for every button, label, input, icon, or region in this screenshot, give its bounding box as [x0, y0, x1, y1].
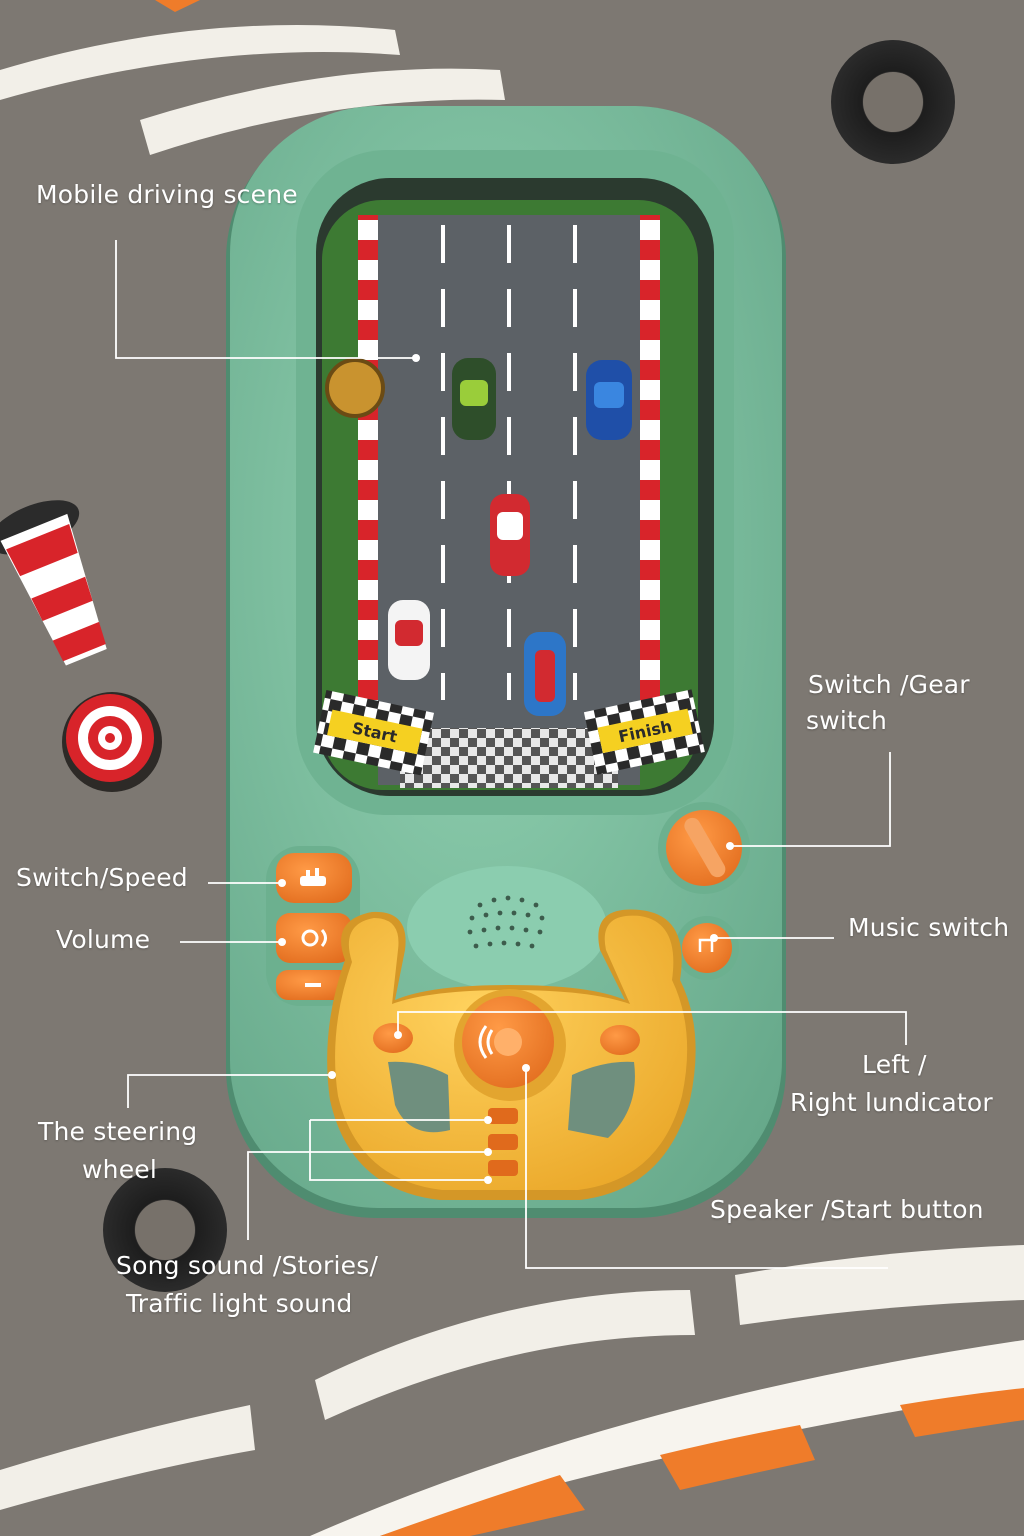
minus-icon	[305, 983, 321, 987]
gear-switch-knob	[658, 802, 750, 894]
traffic-cone-icon	[0, 500, 107, 666]
tire-icon	[831, 40, 955, 164]
toy-car	[524, 632, 566, 716]
indicator-label-line1: Left /	[862, 1050, 927, 1079]
steering-wheel	[327, 909, 696, 1200]
horn-icon	[478, 1025, 494, 1059]
toy-car	[388, 600, 430, 680]
speed-icon	[300, 868, 326, 886]
indicator-label-line2: Right lundicator	[790, 1088, 993, 1117]
toy-car	[586, 360, 632, 440]
toy-car	[490, 494, 530, 576]
song-sound-label-line2: Traffic light sound	[126, 1289, 353, 1318]
speaker-grille-icon	[407, 866, 607, 990]
volume-label: Volume	[56, 925, 151, 954]
coin-icon	[325, 358, 385, 418]
speaker-start-label: Speaker /Start button	[710, 1195, 984, 1224]
gear-switch-label-line2: switch	[806, 706, 888, 735]
volume-icon	[301, 929, 327, 947]
callout-lines	[115, 240, 907, 1269]
music-icon	[698, 938, 714, 952]
gear-switch-label-line1: Switch /Gear	[808, 670, 970, 699]
music-switch-label: Music switch	[848, 913, 1010, 942]
speed-switch-label: Switch/Speed	[16, 863, 188, 892]
finish-banner: Finish	[583, 689, 705, 775]
driving-screen: Start Finish	[313, 200, 705, 790]
mobile-driving-scene-label: Mobile driving scene	[36, 180, 298, 209]
target-button-icon	[62, 692, 162, 792]
toy-car	[452, 358, 496, 440]
song-sound-label-line1: Song sound /Stories/	[116, 1251, 379, 1280]
steering-wheel-label-line2: wheel	[82, 1155, 157, 1184]
start-banner: Start	[313, 689, 435, 776]
steering-wheel-label-line1: The steering	[38, 1117, 198, 1146]
music-switch-button	[675, 916, 739, 980]
tire-icon	[103, 1168, 227, 1292]
